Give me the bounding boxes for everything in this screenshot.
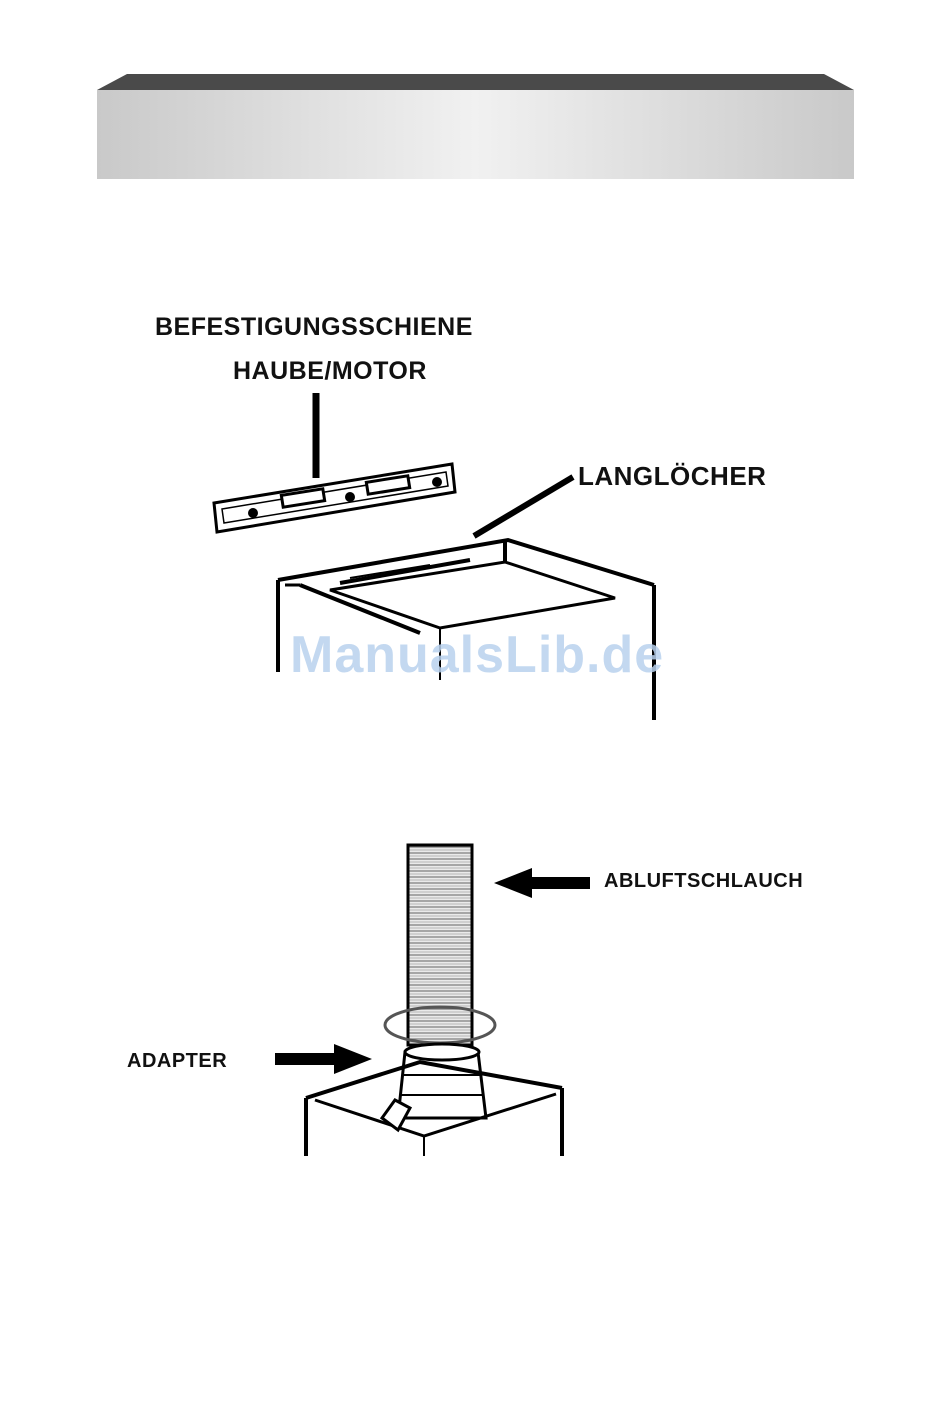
mounting-rail-label-line2: HAUBE/MOTOR xyxy=(233,357,427,386)
slots-label: LANGLÖCHER xyxy=(578,461,766,492)
watermark: ManualsLib.de xyxy=(290,625,664,685)
exhaust-hose xyxy=(385,845,495,1045)
adapter-label: ADAPTER xyxy=(127,1050,227,1073)
adapter-arrow xyxy=(275,1044,372,1074)
mounting-rail-label-line1: BEFESTIGUNGSSCHIENE xyxy=(155,313,473,342)
hose-arrow xyxy=(494,868,590,898)
exhaust-hose-label: ABLUFTSCHLAUCH xyxy=(604,870,803,893)
adapter xyxy=(398,1044,486,1118)
